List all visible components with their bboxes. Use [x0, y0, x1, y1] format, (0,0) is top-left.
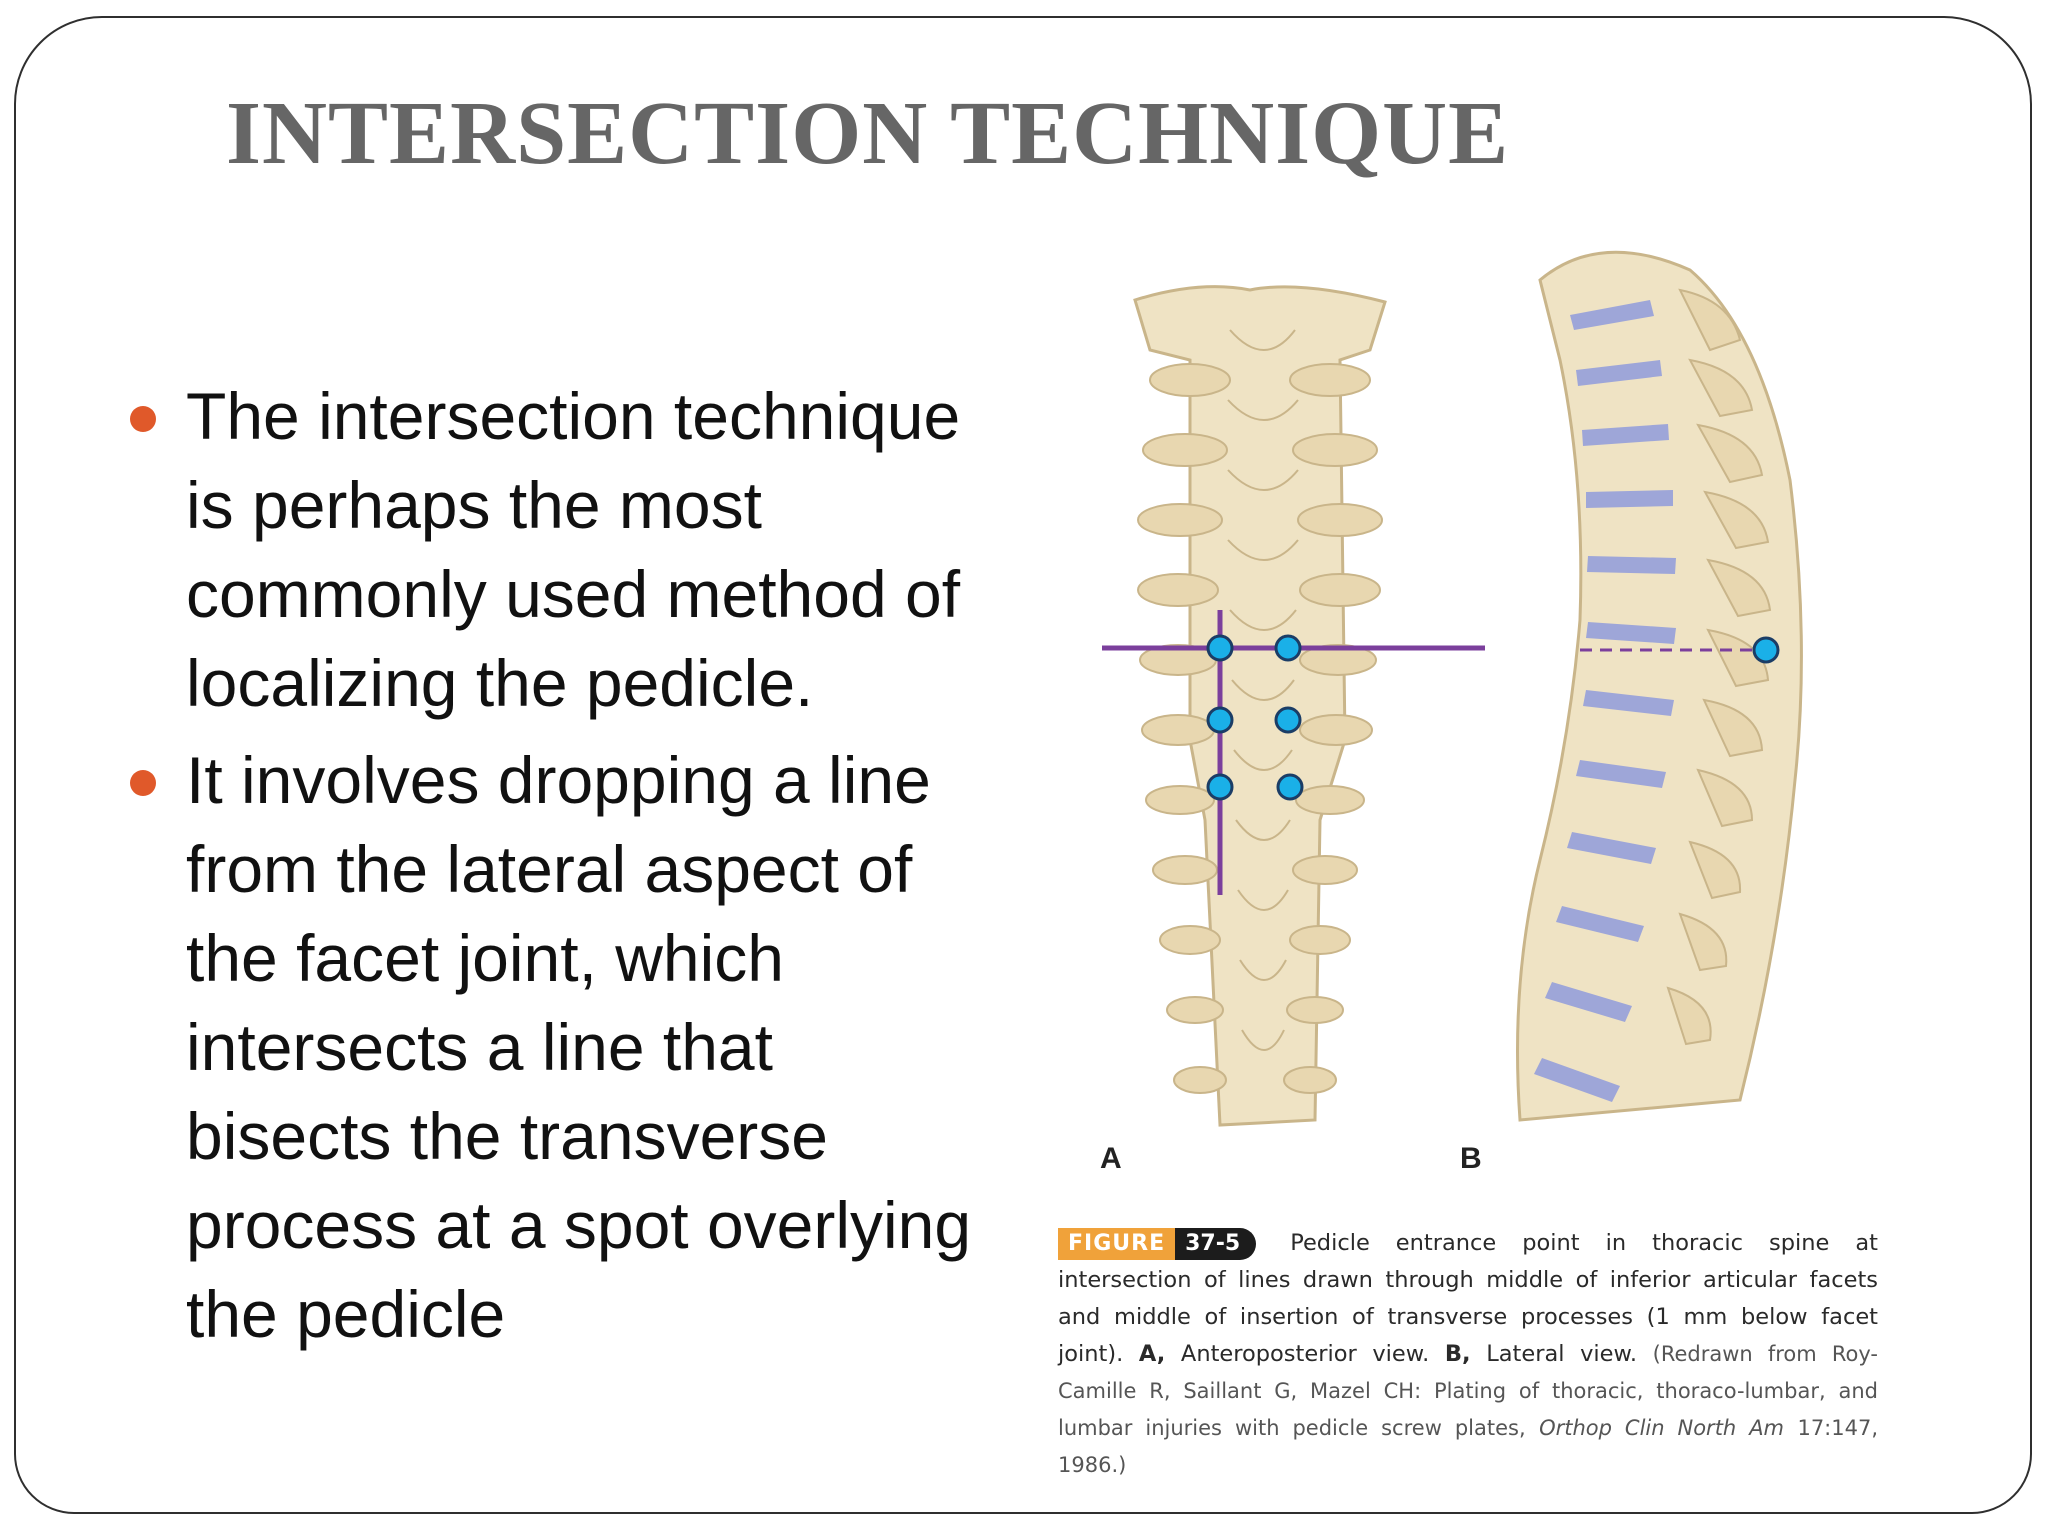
spine-illustration — [1102, 250, 1803, 1127]
lateral-spine-view — [1516, 250, 1803, 1122]
bullet-text: It involves dropping a line from the lat… — [186, 743, 972, 1351]
caption-b-text: Lateral view. — [1486, 1341, 1638, 1367]
caption-b-key: B, — [1444, 1341, 1471, 1367]
slide-title: INTERSECTION TECHNIQUE — [226, 84, 1510, 183]
spine-figure: A B — [1040, 220, 2040, 1520]
bullet-text: The intersection technique is perhaps th… — [186, 379, 961, 720]
figure-badge-label: FIGURE — [1058, 1227, 1176, 1260]
caption-a-key: A, — [1138, 1341, 1166, 1367]
caption-text: Pedicle entrance point in thoracic spine… — [1058, 1230, 1879, 1367]
entry-point-markers — [1206, 634, 1304, 801]
panel-a-label: A — [1100, 1142, 1122, 1175]
ap-spine-view — [1102, 285, 1485, 1127]
caption-journal: Orthop Clin North Am — [1539, 1416, 1785, 1440]
caption-citation: 17:147, 1986.) — [1058, 1416, 1879, 1477]
figure-badge-number: 37-5 — [1175, 1227, 1257, 1260]
bullet-list: The intersection technique is perhaps th… — [120, 372, 980, 1367]
bullet-item: It involves dropping a line from the lat… — [120, 736, 980, 1359]
bullet-dot-icon — [130, 770, 156, 796]
bullet-item: The intersection technique is perhaps th… — [120, 372, 980, 728]
lateral-entry-marker — [1752, 636, 1780, 664]
bullet-dot-icon — [130, 406, 156, 432]
caption-a-text: Anteroposterior view. — [1180, 1341, 1430, 1367]
caption-source: (Redrawn from Roy-Camille R, Saillant G,… — [1058, 1342, 1879, 1440]
panel-b-label: B — [1460, 1142, 1482, 1175]
